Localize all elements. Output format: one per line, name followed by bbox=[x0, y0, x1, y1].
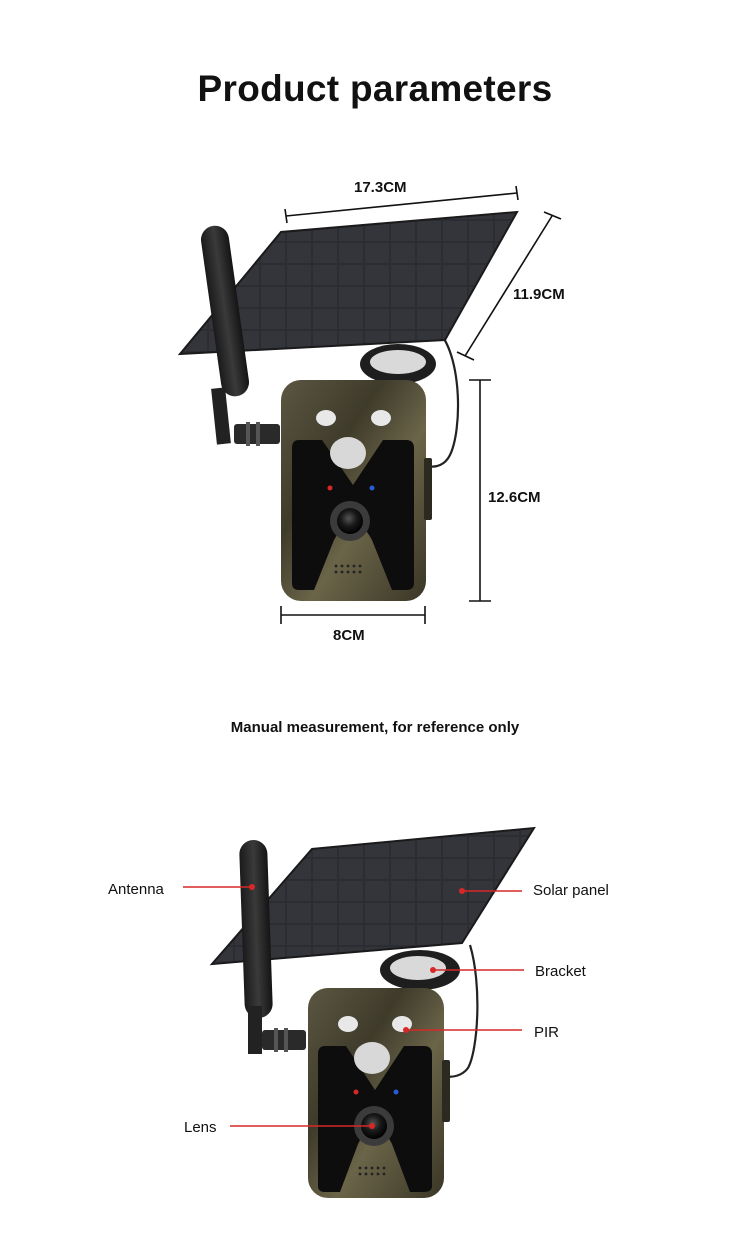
panel-depth-label: 11.9CM bbox=[513, 286, 565, 303]
camera-width-label: 8CM bbox=[333, 627, 365, 644]
callout-lens: Lens bbox=[184, 1119, 217, 1136]
camera-height-label: 12.6CM bbox=[488, 489, 541, 506]
measurement-note: Manual measurement, for reference only bbox=[230, 719, 520, 736]
callout-bracket: Bracket bbox=[535, 963, 586, 980]
product-image-top bbox=[177, 210, 519, 601]
callout-lines bbox=[183, 884, 524, 1129]
dimension-lines bbox=[280, 185, 562, 624]
callout-antenna: Antenna bbox=[108, 881, 164, 898]
panel-width-label: 17.3CM bbox=[354, 179, 407, 196]
callout-solar-panel: Solar panel bbox=[533, 882, 609, 899]
callout-pir: PIR bbox=[534, 1024, 560, 1041]
product-image-bottom bbox=[209, 826, 536, 1198]
page-title: Product parameters bbox=[197, 68, 553, 109]
